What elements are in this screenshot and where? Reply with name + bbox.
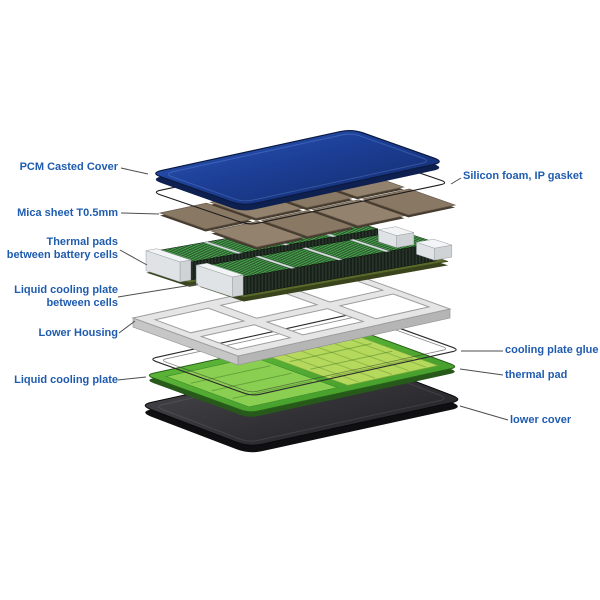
label-silicon-foam-ip-gasket: Silicon foam, IP gasket (463, 170, 583, 182)
layer-cooling-plate-glue (152, 313, 457, 396)
layer-pcm-casted-cover (155, 129, 440, 211)
leader-lines (117, 167, 509, 421)
label-lower-housing: Lower Housing (38, 327, 118, 339)
layer-liquid-cooling-plate-thermal-pad (148, 329, 456, 417)
label-mica-sheet: Mica sheet T0.5mm (17, 207, 118, 219)
label-cooling-plate-glue: cooling plate glue (505, 344, 599, 356)
layer-lower-housing (131, 270, 452, 366)
label-lower-cover: lower cover (510, 414, 572, 426)
label-pcm-casted-cover: PCM Casted Cover (19, 161, 118, 173)
label-liquid-cooling-plate: Liquid cooling plate (14, 374, 118, 386)
label-thermal-pad: thermal pad (505, 369, 568, 381)
